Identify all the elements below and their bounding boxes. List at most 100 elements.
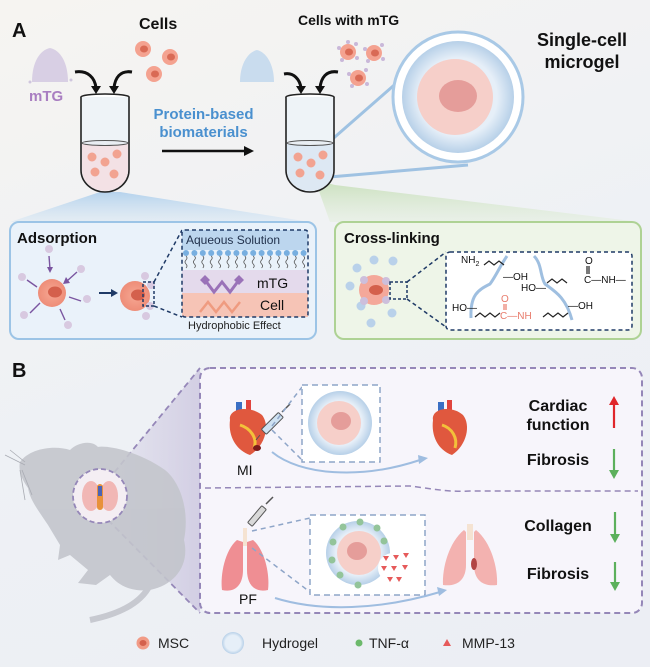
lipid-head	[199, 250, 206, 256]
chem-o-1: O	[585, 256, 593, 267]
single-cell-microgel-icon	[391, 30, 525, 164]
arrow-cells-into-tube-icon	[112, 70, 133, 89]
legend-msc-label: MSC	[158, 635, 190, 651]
lungs-healed-icon	[442, 524, 498, 586]
lipid-head	[275, 250, 282, 256]
legend-msc-icon	[136, 636, 150, 650]
lipid-head	[233, 250, 240, 256]
free-cells-icon	[135, 41, 178, 82]
mtg-powder-pile-icon	[32, 48, 68, 82]
lipid-tail	[285, 255, 289, 269]
single-cell-label: Single-cell	[536, 30, 628, 50]
chem-oh-text-2: OH	[578, 301, 593, 312]
biomaterial-pile-icon	[240, 50, 274, 82]
mouse-organ-inset-icon	[72, 468, 128, 524]
crosslinking-title: Cross-linking	[344, 230, 440, 247]
treatment-arrow-pf	[274, 591, 441, 609]
arrow-mtg-cells-into-tube-icon	[318, 70, 339, 89]
polymer-chain-icon	[469, 254, 574, 321]
lipid-head	[292, 250, 299, 256]
lipid-head	[258, 250, 265, 256]
test-tube-1-icon	[80, 93, 130, 193]
crosslinked-cell-icon	[345, 255, 408, 328]
lipid-head	[300, 250, 307, 256]
chem-c-text-2: C	[500, 311, 508, 322]
legend-tnf-alpha-label: TNF-α	[369, 635, 409, 651]
chem-c-text: C	[584, 275, 592, 286]
pf-fibrosis-down-arrow-icon	[610, 562, 620, 591]
lipid-head	[183, 250, 189, 256]
mtg-layer-label: mTG	[257, 275, 289, 291]
lipid-tail	[268, 255, 272, 269]
lipid-tail	[209, 255, 213, 269]
heart-mi-icon	[229, 400, 266, 455]
protein-based-label: Protein-based	[153, 106, 254, 123]
microgel-label: microgel	[544, 52, 620, 72]
lipid-tail	[235, 255, 238, 269]
lipid-head	[250, 250, 257, 256]
lipid-head	[225, 250, 231, 256]
chem-ho-1: HO—	[521, 283, 546, 294]
lipid-tail	[260, 255, 263, 269]
panel-b-letter: B	[12, 360, 27, 382]
heart-healed-icon	[432, 400, 468, 455]
chem-oh-text: OH	[513, 272, 528, 283]
zoom-beam-adsorption	[10, 192, 310, 222]
mtg-molecule-icon	[199, 275, 244, 315]
chem-c-nh-amide: C—NH	[500, 311, 532, 322]
biomaterials-label: biomaterials	[159, 124, 248, 141]
syringe-pf-icon	[247, 496, 274, 527]
lipid-tail	[251, 255, 255, 269]
lipid-head	[283, 250, 290, 256]
adsorption-title: Adsorption	[17, 230, 97, 247]
lipid-tail	[243, 255, 247, 269]
lipid-head	[216, 250, 223, 256]
chem-ho-text: HO	[521, 283, 536, 294]
legend-hydrogel-label: Hydrogel	[262, 635, 319, 651]
lipid-tail	[193, 255, 196, 269]
crosslink-chemistry-box	[445, 251, 633, 331]
chem-nh2-label: NH2	[461, 255, 479, 268]
adsorbed-cell-icon	[120, 272, 155, 320]
mi-fibrosis-label: Fibrosis	[526, 452, 590, 469]
hydrophobic-effect-label: Hydrophobic Effect	[188, 320, 281, 332]
test-tube-2-icon	[285, 93, 335, 193]
legend-hydrogel-icon	[222, 632, 244, 654]
pf-fibrosis-label: Fibrosis	[526, 566, 590, 583]
function-text: function	[526, 417, 590, 434]
collagen-label: Collagen	[524, 518, 592, 535]
mtg-label: mTG	[29, 88, 64, 105]
chem-ho-text-2: HO	[452, 303, 467, 314]
lipid-head	[208, 250, 215, 256]
lungs-pf-icon	[221, 528, 269, 591]
chem-oh-1: —OH	[503, 272, 528, 283]
mi-label: MI	[237, 462, 253, 478]
panel-a-letter: A	[12, 20, 27, 42]
chem-nh-text: NH	[461, 255, 476, 266]
zoom-beam-crosslinking	[315, 180, 640, 222]
cells-with-mtg-icon	[337, 40, 385, 88]
amide-bond-icon	[503, 304, 507, 310]
legend-tnf-alpha-icon	[355, 639, 363, 647]
legend-mmp13-icon	[443, 639, 451, 646]
aqueous-solution-label: Aqueous Solution	[186, 233, 281, 247]
chem-nh-text-2: NH	[601, 275, 616, 286]
panel-b-divider	[204, 485, 638, 492]
chem-subscript-2: 2	[475, 261, 480, 268]
arrow-biomaterial-into-tube-icon	[283, 72, 303, 89]
lipid-layer-icon	[183, 250, 307, 269]
lipid-tail	[293, 255, 297, 269]
chem-ho-2: HO—	[452, 303, 477, 314]
pf-label: PF	[239, 591, 257, 607]
lipid-tail	[302, 255, 305, 269]
chem-c-nh-1: C—NH—	[584, 275, 626, 286]
alkyl-chain-icon	[474, 260, 569, 318]
lipid-head	[241, 250, 248, 256]
microgel-secreting-icon	[326, 518, 409, 589]
lipid-head	[267, 250, 273, 256]
treatment-arrow-mi	[271, 451, 421, 474]
cardiac-text: Cardiac	[528, 398, 588, 415]
cells-with-mtg-label: Cells with mTG	[298, 12, 400, 28]
